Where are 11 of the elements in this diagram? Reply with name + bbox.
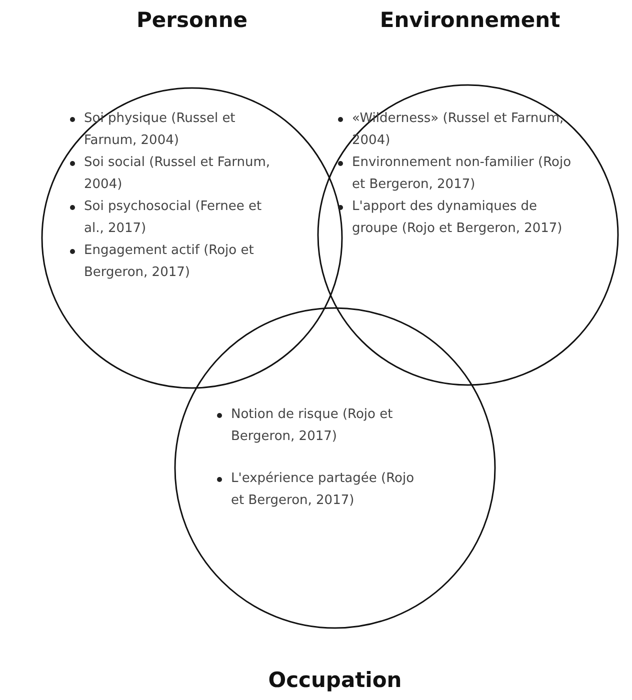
bullet-item: Environnement non-familier (Rojo et Bergeron, 2017): [352, 154, 572, 194]
bullet-item: Soi psychosocial (Fernee et al., 2017): [84, 198, 263, 238]
bullet-item: L'expérience partagée (Rojo et Bergeron, 2017): [231, 470, 415, 510]
bullet-item: L'apport des dynamiques de groupe (Rojo et Bergeron, 2017): [352, 198, 564, 238]
bullet-item: Engagement actif (Rojo et Bergeron, 2017): [84, 242, 255, 282]
bullet-item: Notion de risque (Rojo et Bergeron, 2017): [231, 406, 394, 446]
bullet-item: Soi physique (Russel et Farnum, 2004): [84, 110, 236, 150]
set-heading: Environnement: [380, 8, 560, 32]
set-heading: Personne: [136, 8, 248, 32]
set-heading: Occupation: [268, 668, 402, 692]
bullet-item: Soi social (Russel et Farnum, 2004): [84, 154, 272, 194]
